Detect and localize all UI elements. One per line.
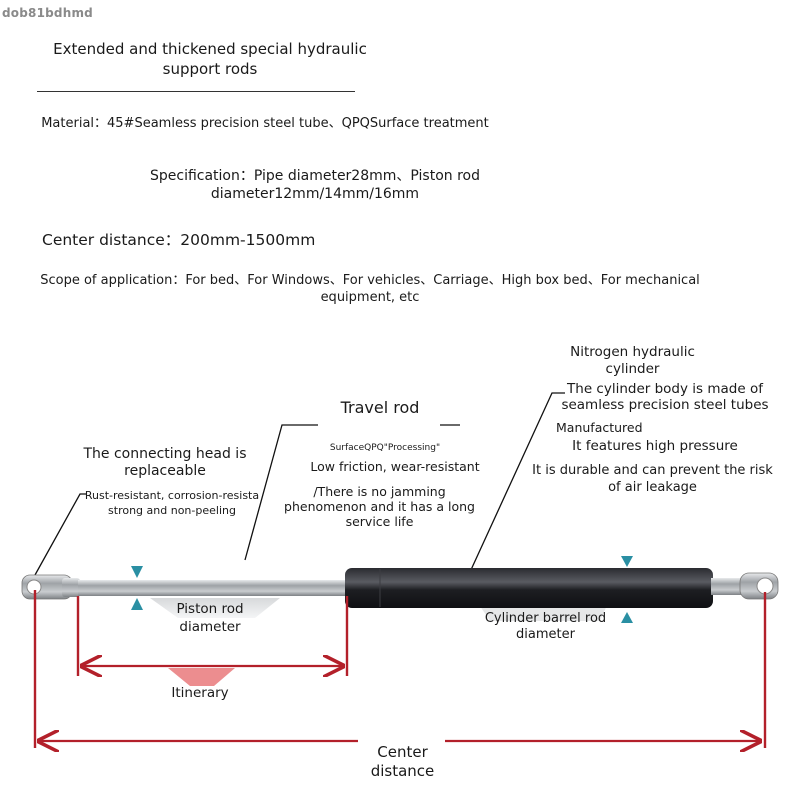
itinerary-tab xyxy=(168,668,235,686)
center-distance-spec: Center distance：200mm-1500mm xyxy=(42,231,316,249)
title-divider xyxy=(37,91,355,92)
cylinder-diameter-markers xyxy=(621,556,633,623)
connecting-head-title: The connecting head is replaceable xyxy=(83,446,247,479)
left-eye-end xyxy=(21,574,80,600)
cylinder-line4: It is durable and can prevent the risk o… xyxy=(532,463,773,495)
cylinder-line2: Manufactured xyxy=(556,420,643,435)
travel-rod-line2: /There is no jamming phenomenon and it h… xyxy=(284,484,475,529)
cylinder-title: Nitrogen hydraulic cylinder xyxy=(570,344,695,377)
piston-label-tab xyxy=(150,598,280,618)
cylinder-barrel xyxy=(345,568,713,608)
travel-rod-title: Travel rod xyxy=(340,398,420,417)
itinerary-label: Itinerary xyxy=(171,685,229,701)
center-distance-label: Center distance xyxy=(370,743,435,780)
dimension-lines xyxy=(33,590,767,748)
connecting-head-note: Rust-resistant, corrosion-resista strong… xyxy=(84,489,260,517)
travel-rod-surface: SurfaceQPQ"Processing" xyxy=(329,443,441,453)
cylinder-line1: The cylinder body is made of seamless pr… xyxy=(561,381,769,413)
travel-rod-line1: Low friction, wear-resistant xyxy=(310,459,480,474)
page-title: Extended and thickened special hydraulic… xyxy=(53,40,367,78)
piston-rod xyxy=(78,580,350,596)
marker-up-icon xyxy=(131,598,143,610)
piston-diameter-markers xyxy=(131,566,143,610)
marker-up-icon xyxy=(621,612,633,623)
right-eye-end xyxy=(711,572,779,600)
connecting-head-leader-line xyxy=(34,493,86,576)
watermark: dob81bdhmd xyxy=(2,6,93,20)
application-scope: Scope of application：For bed、For Windows… xyxy=(40,273,700,305)
material-spec: Material：45#Seamless precision steel tub… xyxy=(41,116,489,131)
cylinder-barrel-diameter-label: Cylinder barrel rod diameter xyxy=(484,611,607,642)
cylinder-line3: It features high pressure resistance and… xyxy=(572,438,738,454)
cylinder-leader-line xyxy=(469,392,565,573)
piston-rod-diameter-label: Piston rod diameter xyxy=(176,601,244,635)
specification: Specification：Pipe diameter28mm、Piston r… xyxy=(149,168,480,202)
marker-down-icon xyxy=(131,566,143,578)
travel-rod-bracket xyxy=(244,424,460,561)
marker-down-icon xyxy=(621,556,633,567)
